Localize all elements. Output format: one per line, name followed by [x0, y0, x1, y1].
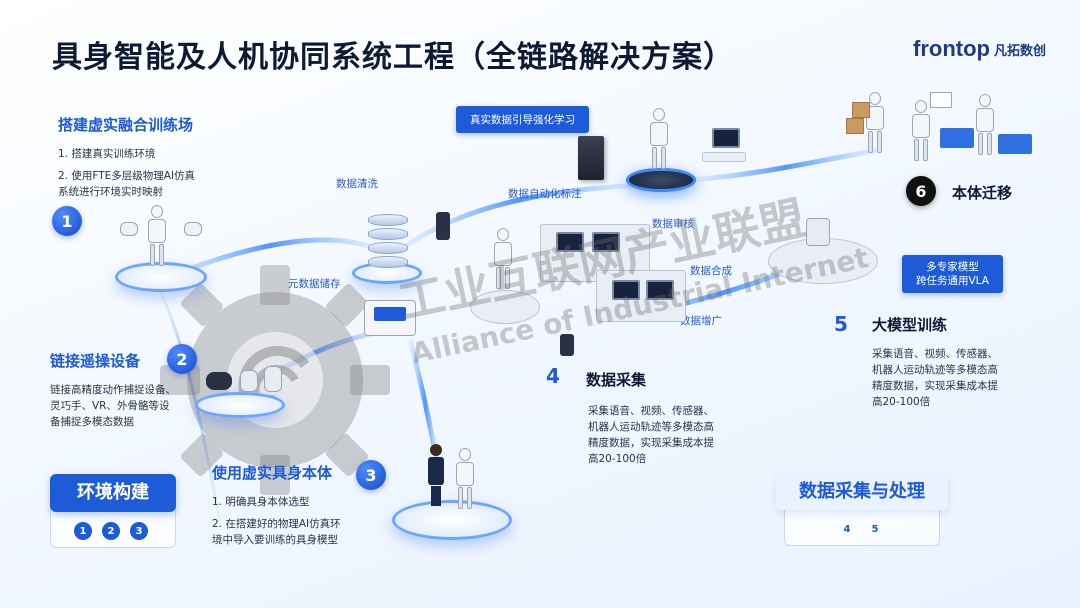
step5-line1: 采集语音、视频、传感器、: [872, 348, 998, 360]
speaker-icon: [436, 212, 450, 240]
step1-number: 1: [52, 206, 82, 236]
step5-text: 采集语音、视频、传感器、 机器人运动轨迹等多模态高 精度数据，实现采集成本提 高…: [872, 346, 1042, 410]
step1-platform: [115, 262, 207, 292]
label-synthesis: 数据合成: [690, 265, 732, 277]
step1-text: 1. 搭建真实训练环境 2. 使用FTE多层级物理AI仿真 系统进行环境实时映射: [58, 146, 228, 200]
step3-heading: 使用虚实具身本体: [212, 464, 333, 482]
logo-sub: 凡拓数创: [993, 43, 1046, 59]
step3-line2b: 境中导入要训练的具身模型: [212, 534, 338, 546]
data-num-5: 5: [871, 523, 879, 535]
robot-arm-icon: [806, 218, 830, 246]
step1-camera-left: [120, 222, 138, 236]
step3-line1: 1. 明确具身本体选型: [212, 496, 310, 508]
step6-heading: 本体迁移: [952, 184, 1013, 202]
monitor-2: [592, 232, 620, 252]
step5-heading: 大模型训练: [872, 316, 948, 334]
database-icon: [368, 212, 408, 268]
expert-line2: 跨任务通用VLA: [916, 275, 989, 287]
step1-line2b: 系统进行环境实时映射: [58, 186, 163, 198]
server-rack-icon: [578, 136, 604, 180]
deploy-robot-2: [912, 100, 930, 161]
expert-line1: 多专家模型: [926, 261, 979, 273]
label-metadata: 元数据储存: [288, 278, 341, 290]
display-board: [930, 92, 952, 108]
monitor-3: [612, 280, 640, 300]
env-num-2: 2: [102, 522, 120, 540]
deploy-robot-1: [866, 92, 884, 153]
robot-platform: [470, 290, 540, 324]
step1-line1: 1. 搭建真实训练环境: [58, 148, 156, 160]
frontop-logo: frontop 凡拓数创: [913, 36, 1046, 62]
step5-line4: 高20-100倍: [872, 396, 931, 408]
monitor-4: [646, 280, 674, 300]
env-num-3: 3: [130, 522, 148, 540]
logo-word: frontop: [913, 36, 990, 61]
step4-heading: 数据采集: [586, 371, 647, 389]
step4-line3: 精度数据，实现采集成本提: [588, 437, 714, 449]
step3-line2a: 2. 在搭建好的物理AI仿真环: [212, 518, 341, 530]
flow-db-to-top: [398, 182, 641, 253]
step5-number: 5: [834, 312, 848, 336]
step2-platform: [195, 392, 285, 418]
workstation-desk: [702, 152, 746, 162]
dexterous-hand-icon: [240, 370, 258, 392]
label-review: 数据审核: [652, 218, 694, 230]
flow-top-to-6: [689, 147, 881, 183]
presenter-figure: [428, 444, 444, 506]
category-env-nums: 1 2 3: [74, 522, 148, 540]
step5-line3: 精度数据，实现采集成本提: [872, 380, 998, 392]
flow-curve-left: [158, 289, 222, 521]
data-num-4: 4: [843, 523, 851, 535]
step4-line4: 高20-100倍: [588, 453, 647, 465]
step2-line3: 备捕捉多模态数据: [50, 416, 134, 428]
step2-text: 链接高精度动作捕捉设备、 灵巧手、VR、外骨骼等设 备捕捉多模态数据: [50, 382, 210, 430]
step3-platform: [392, 500, 512, 540]
category-env-title: 环境构建: [50, 474, 176, 512]
env-num-1: 1: [74, 522, 92, 540]
step4-line1: 采集语音、视频、传感器、: [588, 405, 714, 417]
step2-line2: 灵巧手、VR、外骨骼等设: [50, 400, 170, 412]
step1-heading: 搭建虚实融合训练场: [58, 116, 194, 134]
control-console: [364, 300, 416, 336]
step4-line2: 机器人运动轨迹等多模态高: [588, 421, 714, 433]
step3-number: 3: [356, 460, 386, 490]
exoskeleton-icon: [264, 366, 282, 392]
category-data-title: 数据采集与处理: [776, 474, 948, 510]
crate-icon-2: [852, 102, 870, 118]
label-expansion: 数据增广: [680, 315, 722, 327]
category-data-nums: 4 5: [838, 520, 884, 538]
step6-number: 6: [906, 176, 936, 206]
label-real-data: 真实数据引导强化学习: [456, 106, 589, 133]
step2-number: 2: [167, 344, 197, 374]
step4-text: 采集语音、视频、传感器、 机器人运动轨迹等多模态高 精度数据，实现采集成本提 高…: [588, 403, 758, 467]
step3-robot: [456, 448, 474, 509]
vr-headset-icon: [206, 372, 232, 390]
mocap-platform: [626, 168, 696, 192]
step2-heading: 链接遥操设备: [50, 352, 141, 370]
step3-text: 1. 明确具身本体选型 2. 在搭建好的物理AI仿真环 境中导入要训练的具身模型: [212, 494, 382, 548]
monitor-1: [556, 232, 584, 252]
sensor-icon: [560, 334, 574, 356]
step1-robot: [148, 205, 166, 266]
step1-line2a: 2. 使用FTE多层级物理AI仿真: [58, 170, 196, 182]
label-cleaning: 数据清洗: [336, 178, 378, 190]
mocap-person: [650, 108, 668, 169]
step1-camera-right: [184, 222, 202, 236]
step4-number: 4: [546, 364, 560, 388]
page-title: 具身智能及人机协同系统工程（全链路解决方案）: [52, 40, 734, 75]
cart-icon-1: [940, 128, 974, 148]
label-auto-label: 数据自动化标注: [508, 188, 582, 200]
db-platform: [352, 262, 422, 284]
center-robot: [494, 228, 512, 289]
crate-icon-1: [846, 118, 864, 134]
deploy-robot-3: [976, 94, 994, 155]
workstation-monitor: [712, 128, 740, 148]
step5-line2: 机器人运动轨迹等多模态高: [872, 364, 998, 376]
step2-line1: 链接高精度动作捕捉设备、: [50, 384, 176, 396]
cart-icon-2: [998, 134, 1032, 154]
label-expert-model: 多专家模型 跨任务通用VLA: [902, 255, 1003, 293]
